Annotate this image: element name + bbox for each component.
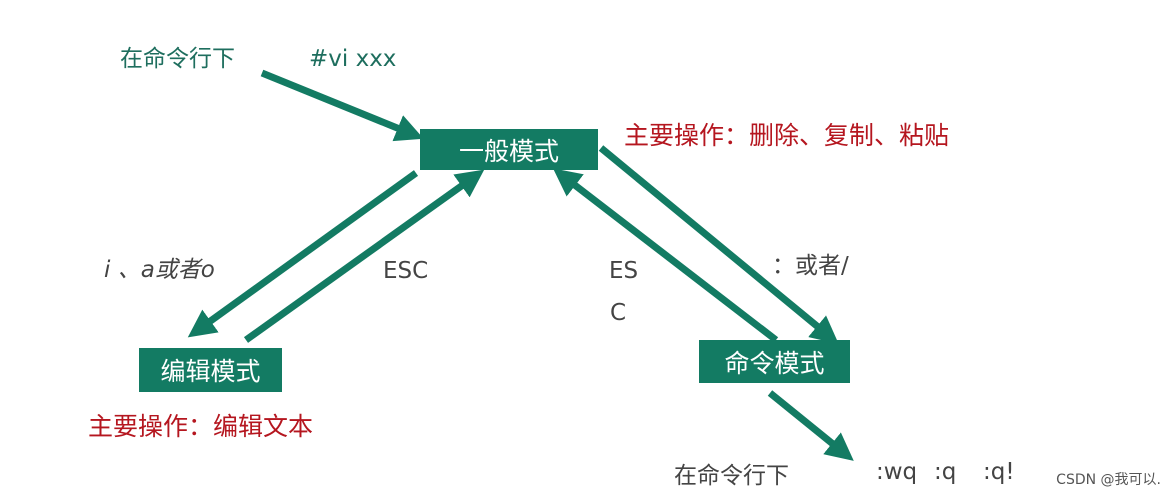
command-mode-box: 命令模式 (699, 340, 850, 383)
arrow-start-to-normal (260, 69, 424, 142)
top-prefix-label: 在命令行下 (120, 46, 235, 72)
normal-mode-box: 一般模式 (420, 129, 598, 170)
edit-mode-label: 编辑模式 (160, 357, 261, 386)
bottom-prefix-label: 在命令行下 (674, 463, 789, 489)
enter-command-keys-label: ：或者/ (772, 253, 849, 279)
normal-mode-ops-note: 主要操作：删除、复制、粘贴 (624, 121, 950, 150)
exit-command-q-force: :q! (983, 459, 1015, 485)
edit-mode-box: 编辑模式 (139, 348, 282, 392)
watermark: CSDN @我可以. (1056, 472, 1161, 488)
esc-label-right-line2: C (610, 300, 627, 326)
exit-command-q: :q (934, 459, 957, 485)
arrow-edit-to-normal (243, 169, 485, 343)
arrow-normal-to-command (598, 145, 839, 345)
normal-mode-label: 一般模式 (458, 136, 559, 166)
command-mode-label: 命令模式 (724, 348, 825, 378)
arrow-command-to-normal (553, 168, 779, 343)
arrow-command-to-exit (767, 390, 854, 461)
esc-label-left: ESC (383, 258, 429, 284)
exit-command-wq: :wq (876, 459, 918, 485)
arrow-normal-to-edit (187, 170, 419, 338)
esc-label-right-line1: ES (609, 258, 639, 284)
top-command-label: #vi xxx (309, 46, 397, 72)
enter-edit-keys-label: i 、a或者o (104, 257, 215, 283)
edit-mode-ops-note: 主要操作：编辑文本 (88, 412, 314, 441)
